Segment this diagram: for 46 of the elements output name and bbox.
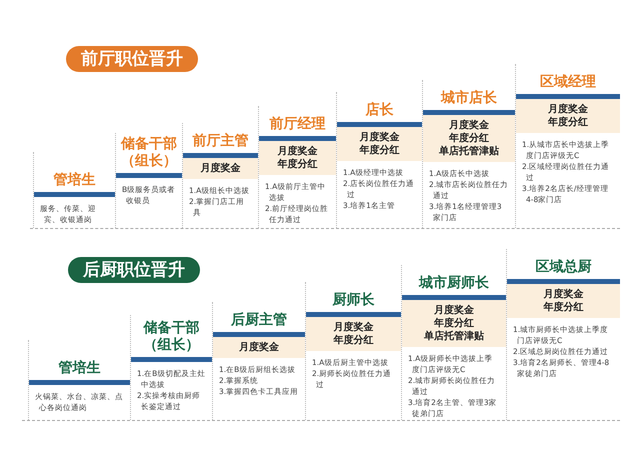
benefit-text: 月度奖金 — [200, 162, 242, 175]
step-title: 前厅经理 — [270, 116, 326, 133]
step-title: 城市厨师长 — [419, 275, 489, 292]
step-title: 前厅主管 — [192, 133, 248, 150]
step-title: 后厨主管 — [231, 312, 287, 329]
benefit-text: 月度奖金 — [547, 103, 589, 116]
benefit-text: 年度分红 — [546, 116, 589, 129]
career-step — [212, 302, 305, 420]
section-header-pill: 后厨职位晋升 — [68, 257, 200, 283]
career-step — [305, 282, 401, 420]
benefit-text: 年度分红 — [358, 144, 400, 157]
career-step — [28, 340, 130, 420]
benefit-text: 年度分红 — [332, 334, 374, 347]
career-step — [401, 265, 506, 420]
career-step — [506, 249, 620, 420]
benefit-text: 年度分红 — [448, 132, 490, 145]
step-title: 储备干部（组长） — [120, 136, 178, 170]
benefit-text: 月度奖金 — [542, 288, 584, 301]
step-title: 城市店长 — [441, 90, 497, 107]
step-title: 区域经理 — [540, 74, 596, 91]
benefit-text: 月度奖金 — [332, 321, 374, 334]
step-title: 储备干部（组长） — [142, 320, 200, 354]
benefit-text: 月度奖金 — [448, 119, 490, 132]
step-title: 管培生 — [54, 172, 96, 189]
career-step — [336, 92, 422, 228]
career-step — [115, 133, 182, 228]
benefit-text: 月度奖金 — [358, 131, 400, 144]
benefit-text: 月度奖金 — [238, 341, 280, 354]
career-step — [258, 106, 336, 228]
step-title: 厨师长 — [332, 292, 374, 309]
section-header-pill: 前厅职位晋升 — [66, 46, 198, 72]
step-title: 店长 — [366, 102, 394, 119]
benefit-text: 月度奖金 — [433, 304, 475, 317]
benefit-text: 单店托管津贴 — [438, 145, 500, 158]
career-step — [422, 80, 515, 228]
benefit-text: 年度分红 — [276, 158, 318, 171]
career-step — [33, 152, 115, 228]
benefit-text: 年度分红 — [542, 301, 584, 314]
career-step — [515, 64, 620, 228]
benefit-text: 单店托管津贴 — [423, 330, 485, 343]
career-step — [130, 315, 212, 420]
step-title: 区域总厨 — [536, 259, 592, 276]
step-title: 管培生 — [58, 360, 100, 377]
benefit-text: 月度奖金 — [276, 145, 318, 158]
benefit-text: 年度分红 — [432, 317, 475, 330]
career-step — [182, 123, 258, 228]
